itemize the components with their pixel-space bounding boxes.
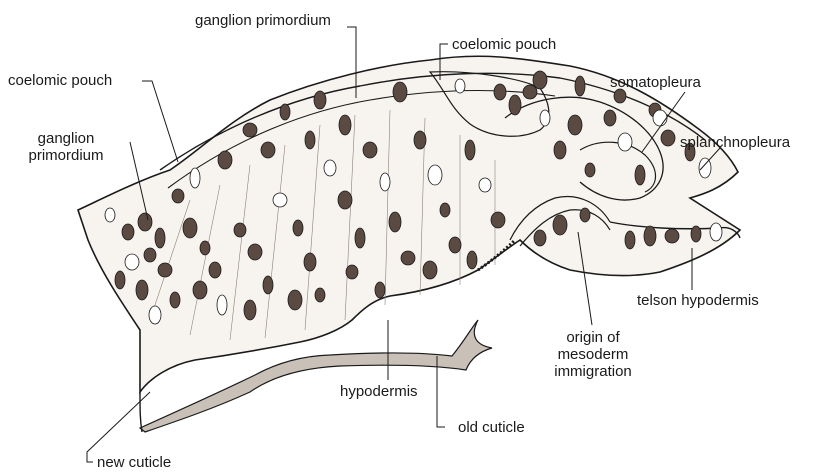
cell-nucleus [218, 151, 232, 169]
cell-nucleus [243, 123, 257, 137]
cell-nucleus [261, 142, 275, 158]
cell-nucleus [428, 165, 442, 185]
cell-nucleus [604, 110, 616, 126]
cell-nucleus [423, 261, 437, 279]
label-telson-hypodermis: telson hypodermis [637, 292, 759, 309]
new-cuticle-line [140, 392, 142, 432]
cell-nucleus [380, 173, 390, 191]
cell-nucleus [125, 254, 139, 270]
cell-nucleus [170, 292, 180, 308]
cell-nucleus [315, 288, 325, 302]
cell-nucleus [155, 228, 165, 248]
cell-nucleus [115, 271, 125, 289]
cell-nucleus [288, 290, 302, 310]
cell-nucleus [158, 263, 172, 277]
label-ganglion-primordium-left: ganglion primordium [20, 130, 112, 164]
cell-nucleus [234, 223, 246, 237]
cell-nucleus [314, 91, 326, 109]
cell-nucleus [465, 140, 475, 160]
cell-nucleus [618, 133, 632, 151]
cell-nucleus [339, 115, 351, 135]
cell-nucleus [338, 191, 352, 209]
cell-nucleus [304, 253, 316, 271]
cell-nucleus [635, 165, 645, 185]
cell-nucleus [393, 82, 407, 102]
cell-nucleus [217, 295, 227, 315]
label-ganglion-primordium-top: ganglion primordium [195, 12, 331, 29]
cell-nucleus [136, 280, 148, 300]
cell-nucleus [193, 281, 207, 299]
cell-nucleus [375, 282, 385, 298]
germ-band-outline [78, 56, 740, 392]
cell-nucleus [653, 110, 667, 126]
cell-nucleus [614, 89, 626, 103]
cell-nucleus [248, 244, 262, 260]
cell-nucleus [401, 251, 415, 265]
cell-nucleus [509, 95, 521, 115]
cell-nucleus [389, 212, 401, 232]
cell-nucleus [644, 226, 656, 246]
label-coelomic-pouch-left: coelomic pouch [8, 72, 112, 89]
cell-nucleus [414, 131, 426, 149]
cell-nucleus [280, 104, 290, 120]
cell-nucleus [449, 237, 461, 253]
cell-nucleus [533, 71, 547, 89]
cell-nucleus [491, 212, 505, 228]
label-hypodermis: hypodermis [340, 383, 418, 400]
cell-nucleus [479, 178, 491, 192]
cell-nucleus [568, 115, 582, 135]
cell-nucleus [553, 215, 567, 235]
cell-nucleus [455, 79, 465, 93]
cell-nucleus [273, 193, 287, 207]
cell-nucleus [575, 76, 585, 96]
label-splanchnopleura: splanchnopleura [680, 134, 790, 151]
label-old-cuticle: old cuticle [458, 419, 525, 436]
cell-nucleus [149, 306, 161, 324]
cell-nucleus [105, 208, 115, 222]
cell-nucleus [523, 85, 537, 99]
label-somatopleura: somatopleura [610, 74, 701, 91]
cell-nucleus [263, 276, 273, 294]
cell-nucleus [324, 160, 336, 176]
cell-nucleus [305, 131, 315, 149]
cell-nucleus [183, 218, 197, 238]
cell-nucleus [467, 251, 477, 269]
cell-nucleus [534, 230, 546, 246]
cell-nucleus [122, 224, 134, 240]
cell-nucleus [363, 142, 377, 158]
cell-nucleus [580, 208, 590, 222]
label-new-cuticle: new cuticle [97, 454, 171, 471]
cell-nucleus [293, 220, 303, 236]
cell-nucleus [699, 158, 711, 178]
cell-nucleus [355, 228, 365, 248]
label-coelomic-pouch-top: coelomic pouch [452, 36, 556, 53]
cell-nucleus [200, 241, 210, 255]
cell-nucleus [665, 229, 679, 243]
tissue-section [78, 56, 740, 392]
cell-nucleus [144, 248, 156, 262]
cell-nucleus [346, 265, 358, 279]
cell-nucleus [661, 130, 675, 146]
cell-nucleus [554, 141, 566, 159]
cell-nucleus [625, 231, 635, 249]
cell-nucleus [494, 84, 506, 100]
leader-coelomic-left [142, 81, 178, 162]
cell-nucleus [710, 223, 722, 241]
cell-nucleus [691, 226, 701, 242]
cell-nucleus [244, 300, 256, 320]
cell-nucleus [540, 110, 550, 126]
cell-nucleus [209, 262, 221, 278]
cell-nucleus [172, 189, 184, 203]
cell-nucleus [138, 213, 152, 231]
cell-nucleus [585, 163, 595, 177]
cell-nucleus [190, 168, 200, 188]
cell-nucleus [440, 203, 450, 217]
label-origin-of-mesoderm-immigration: origin of mesoderm immigration [550, 329, 636, 380]
